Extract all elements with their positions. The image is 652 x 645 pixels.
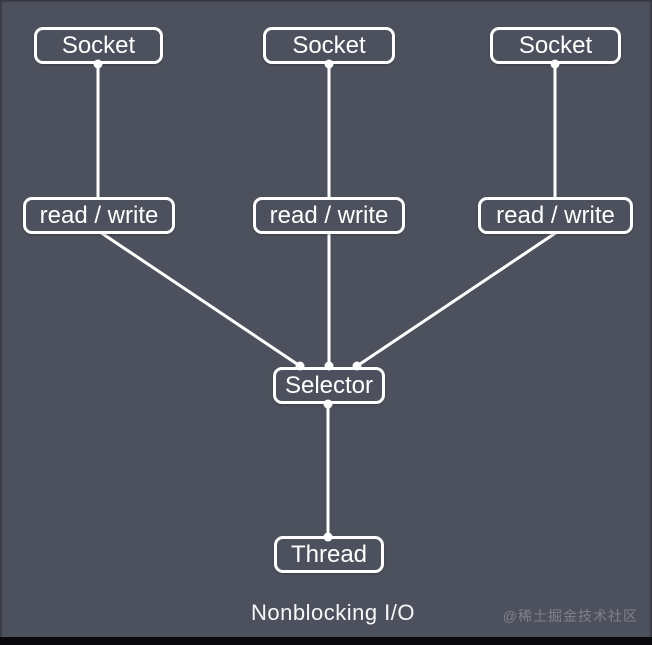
node-socket-2: Socket	[263, 27, 395, 64]
node-socket-3-label: Socket	[518, 31, 593, 59]
node-selector-label: Selector	[284, 371, 374, 399]
node-readwrite-2: read / write	[253, 197, 405, 234]
node-readwrite-1-label: read / write	[39, 201, 159, 229]
watermark: @稀土掘金技术社区	[502, 608, 638, 624]
node-readwrite-2-label: read / write	[269, 201, 389, 229]
edge-readwrite3-selector	[355, 230, 559, 368]
node-readwrite-3-label: read / write	[496, 201, 615, 229]
node-readwrite-1: read / write	[23, 197, 175, 234]
node-socket-1: Socket	[34, 27, 163, 64]
node-readwrite-3: read / write	[478, 197, 633, 234]
node-selector: Selector	[273, 367, 385, 404]
edge-readwrite1-selector	[98, 230, 302, 368]
diagram-caption: Nonblocking I/O	[250, 600, 416, 625]
node-socket-1-label: Socket	[61, 31, 136, 59]
node-socket-3: Socket	[490, 27, 621, 64]
node-thread-label: Thread	[290, 540, 368, 568]
node-socket-2-label: Socket	[292, 31, 366, 59]
bottom-bar	[0, 637, 652, 645]
node-thread: Thread	[274, 536, 384, 573]
